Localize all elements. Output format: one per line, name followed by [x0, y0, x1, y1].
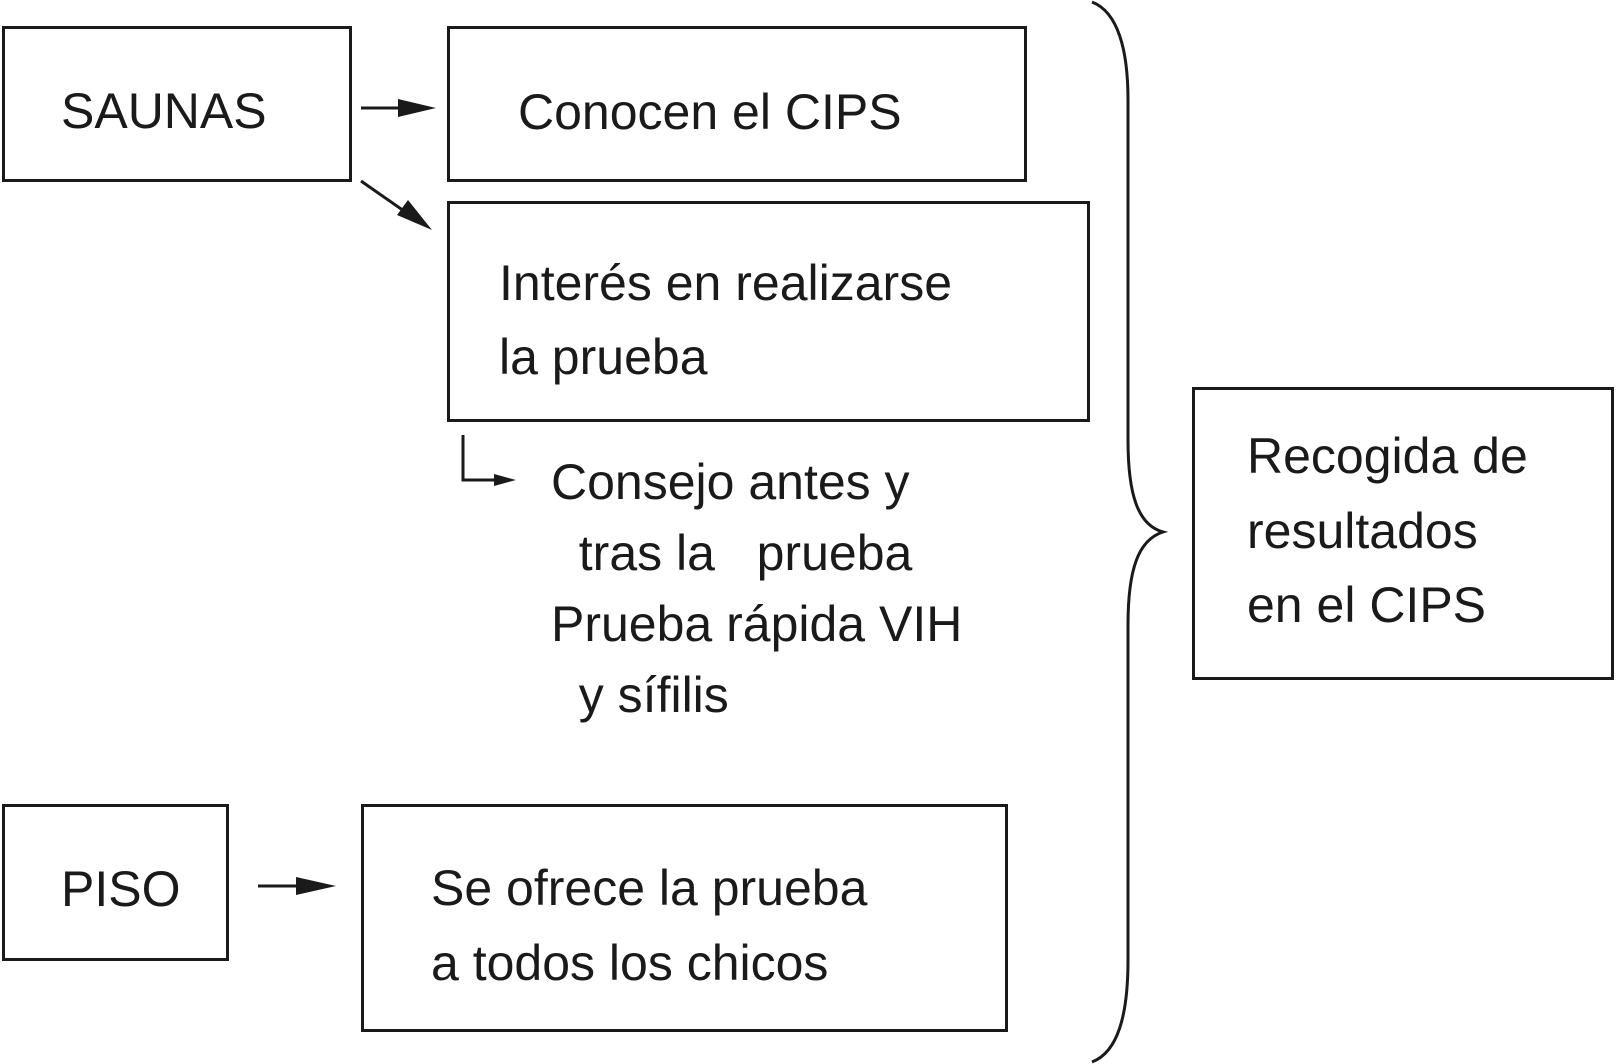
steps-line1: Consejo antes y — [551, 454, 910, 510]
arrow-saunas-to-conocen — [361, 99, 436, 117]
steps-line4: y sífilis — [551, 667, 729, 723]
result-collection-line2: resultados — [1247, 503, 1478, 559]
known-cips-label: Conocen el CIPS — [518, 84, 902, 140]
piso-box — [2, 804, 229, 961]
piso-label: PISO — [61, 861, 181, 917]
test-interest-box — [447, 201, 1090, 422]
result-collection-line1: Recogida de — [1247, 428, 1528, 484]
result-collection-box — [1192, 387, 1614, 680]
test-offered-line1: Se ofrece la prueba — [431, 860, 868, 916]
known-cips-box — [447, 26, 1027, 182]
grouping-brace — [1091, 0, 1169, 1064]
arrow-saunas-to-interes — [360, 179, 432, 230]
test-offered-line2: a todos los chicos — [431, 935, 829, 991]
elbow-arrow-interes-to-steps — [461, 435, 516, 486]
result-collection-line3: en el CIPS — [1247, 577, 1487, 633]
saunas-box — [2, 26, 352, 182]
arrow-piso-to-ofrece — [258, 877, 336, 895]
saunas-label: SAUNAS — [61, 83, 267, 139]
test-interest-line1: Interés en realizarse — [499, 255, 953, 311]
steps-line2: tras la prueba — [551, 525, 913, 581]
test-offered-box — [361, 804, 1008, 1032]
test-interest-line2: la prueba — [499, 329, 708, 385]
steps-line3: Prueba rápida VIH — [551, 596, 963, 652]
